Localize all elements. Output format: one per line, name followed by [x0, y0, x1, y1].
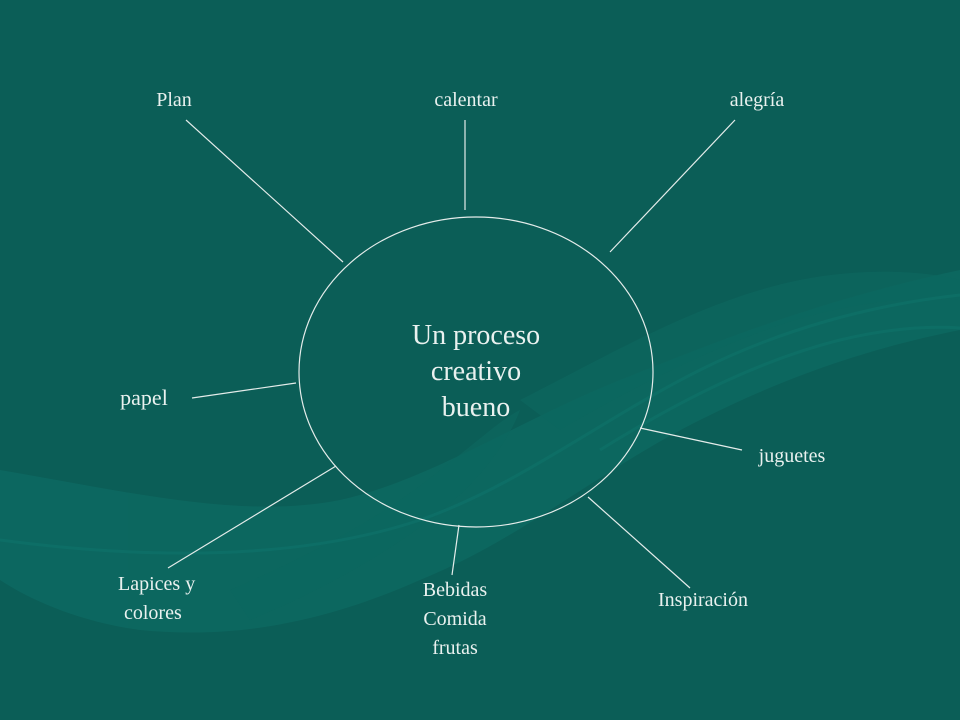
- node-bebidas-text: Bebidas: [422, 579, 488, 601]
- connector-plan: [185, 119, 344, 263]
- node-bebidas-text: Comida: [423, 608, 487, 630]
- connector-inspiracion: [587, 496, 691, 589]
- node-juguetes-text: juguetes: [758, 445, 826, 467]
- node-papel: papel: [98, 383, 190, 412]
- center-label-line: Un proceso: [411, 320, 541, 351]
- connector-papel: [191, 382, 297, 399]
- node-inspiracion-text: Inspiración: [658, 589, 748, 611]
- node-inspiracion: Inspiración: [638, 586, 768, 615]
- node-lapices-text: Lapices y: [118, 573, 196, 595]
- node-lapices: Lapices y colores: [104, 570, 224, 628]
- connector-juguetes: [639, 427, 743, 451]
- center-label-line: bueno: [441, 392, 511, 423]
- node-calentar: calentar: [408, 86, 524, 115]
- node-juguetes: juguetes: [738, 442, 846, 471]
- center-label: Un proceso creativo bueno: [376, 318, 576, 426]
- node-alegria: alegría: [702, 86, 812, 115]
- node-bebidas: Bebidas Comida frutas: [395, 576, 515, 663]
- node-bebidas-text: frutas: [432, 637, 478, 659]
- node-plan: Plan: [136, 86, 212, 115]
- node-calentar-text: calentar: [434, 89, 498, 111]
- center-ellipse: [298, 216, 654, 528]
- node-plan-text: Plan: [156, 89, 192, 111]
- node-alegria-text: alegría: [729, 89, 785, 111]
- center-label-line: creativo: [430, 356, 522, 387]
- connector-bebidas: [451, 524, 460, 576]
- connector-lapices: [167, 465, 337, 569]
- node-papel-text: papel: [120, 385, 168, 410]
- node-lapices-text: colores: [124, 602, 182, 624]
- connector-alegria: [609, 119, 736, 253]
